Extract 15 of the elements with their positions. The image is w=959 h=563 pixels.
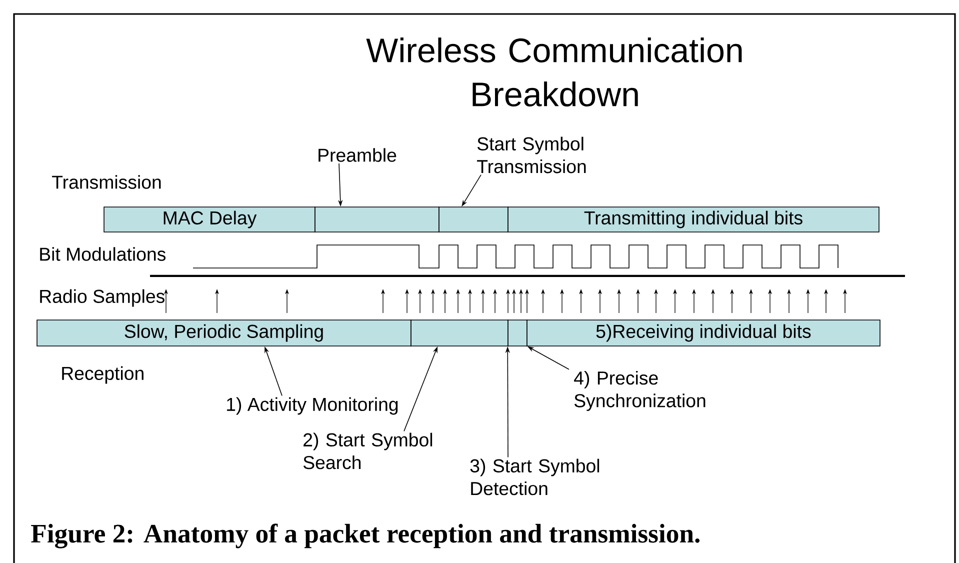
- timeline-segment: MAC Delay: [104, 206, 316, 232]
- callout-text: Preamble: [318, 148, 396, 162]
- callout-text: 2) Start Symbol Search: [303, 432, 432, 470]
- timeline-segment: [438, 206, 508, 232]
- row-label: Reception: [62, 366, 144, 384]
- row-label: Bit Modulations: [40, 247, 166, 261]
- callout-text: Start Symbol Transmission: [477, 136, 586, 174]
- callout-text: 3) Start Symbol Detection: [470, 458, 600, 496]
- timeline-segment: [314, 206, 440, 232]
- callout-text: 4) Precise Synchronization: [574, 370, 706, 412]
- timeline-segment: [508, 320, 528, 346]
- caption: Figure 2: Anatomy of a packet reception and transmission.: [31, 524, 700, 548]
- title: Wireless Communication Breakdown: [366, 38, 742, 106]
- row-label: Transmission: [52, 175, 161, 189]
- callout-text: 1) Activity Monitoring: [227, 397, 398, 415]
